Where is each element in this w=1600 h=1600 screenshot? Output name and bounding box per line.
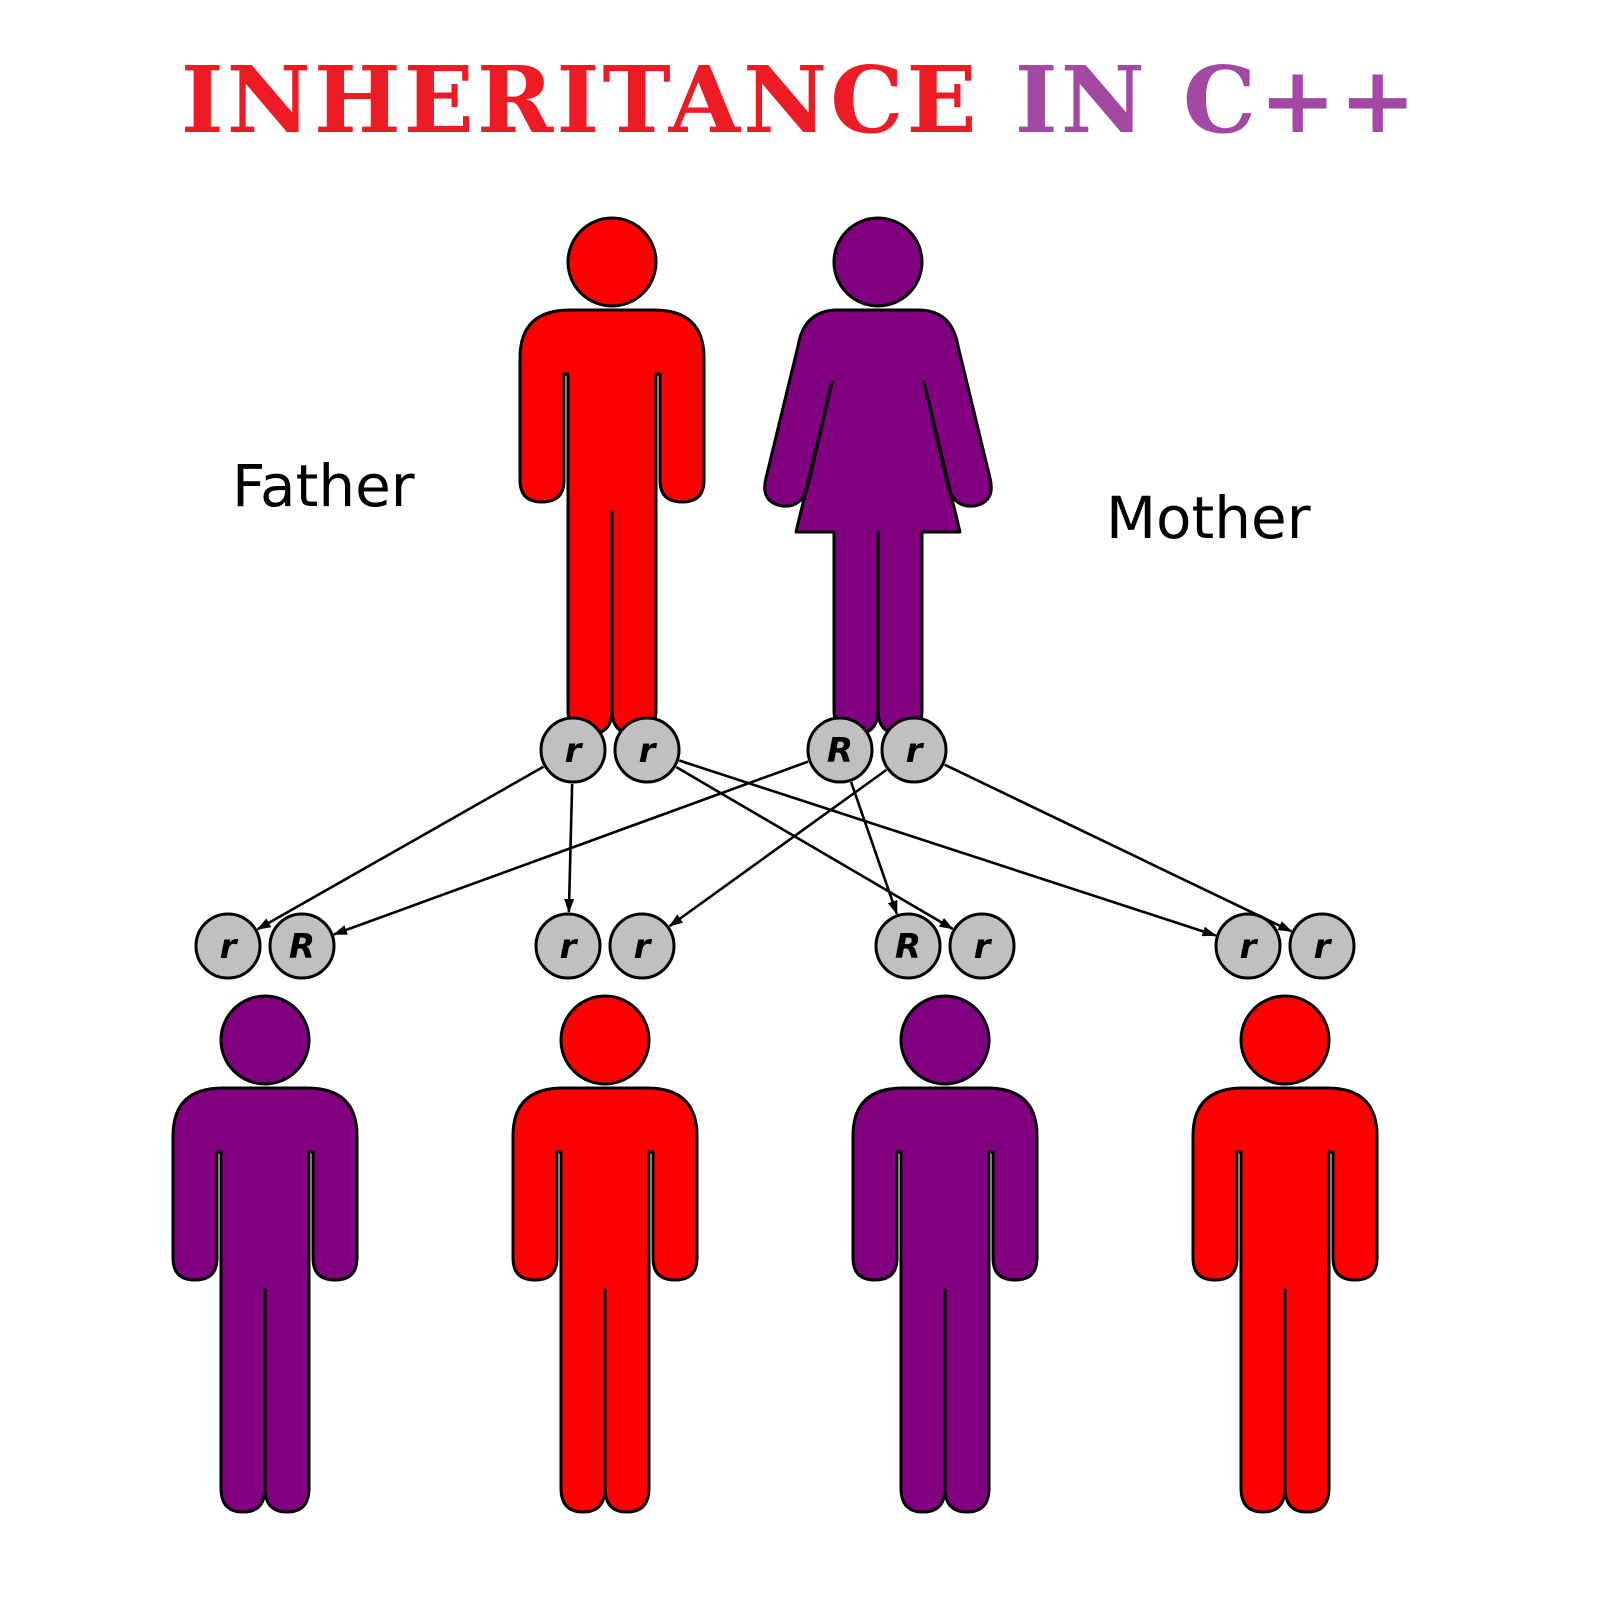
mother-figure-head	[832, 216, 924, 308]
inheritance-arrows	[256, 759, 1293, 937]
child-3-figure-head	[899, 994, 991, 1086]
child-4-figure-body	[1191, 1086, 1379, 1514]
child-3-allele-2	[948, 912, 1016, 980]
child-2-allele-2-label: r	[634, 927, 653, 967]
father-figure-body	[518, 308, 706, 736]
arrow-mother-allele-2-to-child-2-allele-2	[668, 768, 888, 928]
child-3-allele-1	[874, 912, 942, 980]
child-3-allele-2-label: r	[974, 927, 993, 967]
arrow-mother-allele-1-to-child-1-allele-2	[333, 760, 809, 936]
mother-allele-1	[806, 716, 874, 784]
child-1-allele-1	[194, 912, 262, 980]
child-2-figure-head	[559, 994, 651, 1086]
arrow-father-allele-2-to-child-4-allele-1	[678, 759, 1217, 937]
arrow-father-allele-2-to-child-3-allele-2	[675, 766, 954, 930]
child-4-allele-2	[1288, 912, 1356, 980]
child-3-allele-1-label: R	[895, 927, 921, 967]
father-figure	[518, 216, 706, 736]
child-4-figure	[1191, 994, 1379, 1514]
father-allele-2	[613, 716, 681, 784]
title-part-2: IN C++	[1015, 46, 1420, 154]
mother-allele-1-label: R	[827, 731, 853, 771]
child-4-figure-head	[1239, 994, 1331, 1086]
arrow-father-allele-1-to-child-1-allele-1	[256, 765, 545, 931]
diagram-title: INHERITANCE IN C++	[181, 46, 1420, 154]
father-label: Father	[232, 452, 415, 520]
child-3-figure	[851, 994, 1039, 1514]
mother-label: Mother	[1106, 484, 1311, 552]
child-1-allele-1-label: r	[220, 927, 239, 967]
title-part-1: INHERITANCE	[181, 46, 980, 154]
child-4-allele-2-label: r	[1314, 927, 1333, 967]
child-4-allele-1-label: r	[1240, 927, 1259, 967]
child-4-allele-1	[1214, 912, 1282, 980]
mother-figure-body	[763, 308, 993, 736]
father-allele-1-label: r	[565, 731, 584, 771]
child-3-figure-body	[851, 1086, 1039, 1514]
child-1-figure-head	[219, 994, 311, 1086]
people-figures	[171, 216, 1379, 1514]
child-2-allele-1	[534, 912, 602, 980]
arrow-mother-allele-1-to-child-3-allele-1	[849, 781, 899, 915]
arrow-mother-allele-2-to-child-4-allele-2	[944, 763, 1293, 933]
child-1-figure	[171, 994, 359, 1514]
father-figure-head	[566, 216, 658, 308]
child-2-allele-1-label: r	[560, 927, 579, 967]
child-2-figure-body	[511, 1086, 699, 1514]
father-allele-1	[539, 716, 607, 784]
child-2-allele-2	[608, 912, 676, 980]
mother-figure	[763, 216, 993, 736]
mother-allele-2	[880, 716, 948, 784]
father-allele-2-label: r	[639, 731, 658, 771]
child-1-figure-body	[171, 1086, 359, 1514]
child-1-allele-2-label: R	[289, 927, 315, 967]
mother-allele-2-label: r	[906, 731, 925, 771]
child-2-figure	[511, 994, 699, 1514]
child-1-allele-2	[268, 912, 336, 980]
